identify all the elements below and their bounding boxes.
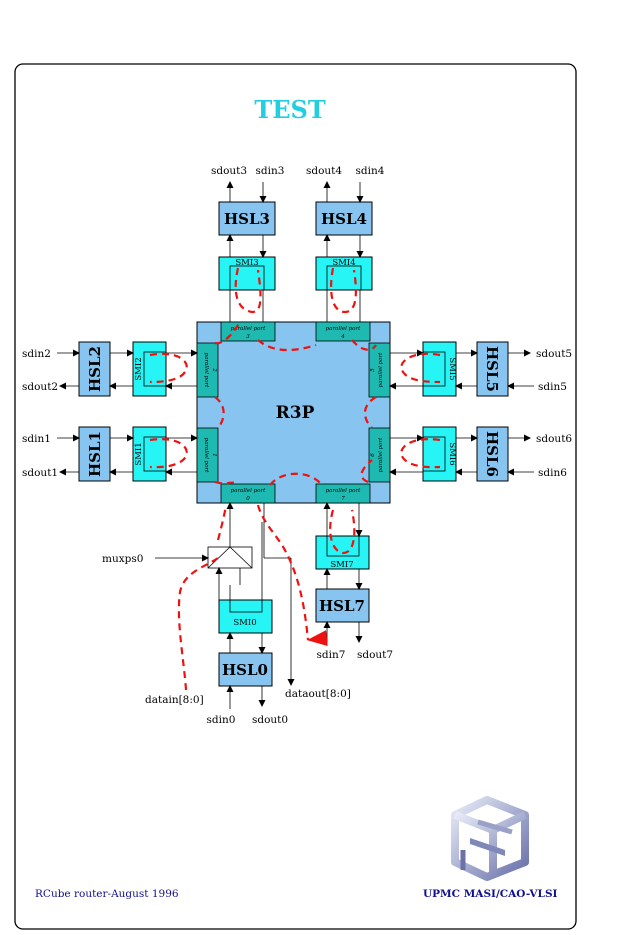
page-frame [14, 63, 577, 930]
svg-text:parallel port: parallel port [378, 437, 384, 472]
svg-text:parallel port: parallel port [326, 488, 361, 494]
mux-block [207, 546, 253, 569]
svg-text:2: 2 [211, 367, 217, 372]
svg-text:SMI7: SMI7 [330, 560, 353, 570]
routing-paths [149, 267, 441, 691]
signal-datain: datain[8:0] [145, 694, 204, 706]
parallel-port-5: parallel port 5 [368, 342, 391, 398]
hsl5-block: HSL5 [476, 341, 509, 397]
signal-sdin3: sdin3 [256, 165, 285, 177]
signal-sdin5: sdin5 [538, 381, 567, 393]
hsl2-block: HSL2 [78, 341, 111, 397]
smi5-block: SMI5 [422, 341, 457, 397]
parallel-port-7: parallel port 7 [315, 483, 371, 504]
signal-sdout2: sdout2 [22, 381, 58, 393]
svg-text:6: 6 [370, 453, 376, 457]
smi6-block: SMI6 [422, 426, 457, 482]
smi0-block: SMI0 [218, 599, 273, 634]
svg-text:7: 7 [341, 496, 345, 502]
svg-text:HSL3: HSL3 [224, 210, 270, 228]
footer-right: UPMC MASI/CAO-VLSI [423, 888, 558, 900]
core-r3p-label: R3P [276, 403, 315, 423]
signal-sdout1: sdout1 [22, 467, 58, 479]
signal-sdin7: sdin7 [317, 649, 346, 661]
parallel-port-6: parallel port 6 [368, 427, 391, 483]
bottom-left-wires [155, 502, 295, 709]
svg-text:1: 1 [211, 453, 217, 457]
signal-sdout6: sdout6 [536, 433, 572, 445]
svg-text:parallel port: parallel port [203, 353, 209, 388]
signal-sdin2: sdin2 [22, 348, 51, 360]
signal-dataout: dataout[8:0] [285, 688, 351, 700]
svg-text:SMI5: SMI5 [447, 357, 457, 380]
smi1-block: SMI1 [132, 426, 167, 482]
svg-text:parallel port: parallel port [203, 438, 209, 473]
top-wires [226, 181, 364, 322]
parallel-port-0: parallel port 0 [220, 483, 276, 504]
svg-text:HSL1: HSL1 [86, 431, 104, 477]
svg-text:SMI4: SMI4 [332, 258, 355, 268]
signal-sdin0: sdin0 [207, 714, 236, 726]
svg-text:HSL5: HSL5 [483, 346, 501, 392]
svg-text:HSL2: HSL2 [86, 346, 104, 392]
signal-sdin1: sdin1 [22, 433, 51, 445]
svg-text:4: 4 [340, 334, 345, 340]
svg-text:SMI0: SMI0 [233, 618, 256, 628]
diagram-title: TEST [254, 95, 325, 124]
hsl6-block: HSL6 [476, 426, 509, 482]
signal-sdout0: sdout0 [252, 714, 288, 726]
svg-text:3: 3 [246, 334, 250, 340]
left-wires [57, 349, 198, 476]
signal-sdin6: sdin6 [538, 467, 567, 479]
signal-sdout4: sdout4 [306, 165, 342, 177]
signal-sdin4: sdin4 [356, 165, 385, 177]
svg-text:SMI1: SMI1 [134, 442, 144, 465]
parallel-port-1: parallel port 1 [196, 427, 219, 483]
right-wires [389, 349, 534, 476]
svg-text:HSL7: HSL7 [319, 597, 365, 615]
footer-left: RCube router-August 1996 [35, 888, 179, 900]
parallel-port-4: parallel port 4 [315, 321, 371, 342]
svg-text:SMI2: SMI2 [134, 357, 144, 380]
hsl1-block: HSL1 [78, 426, 111, 482]
signal-sdout7: sdout7 [357, 649, 393, 661]
svg-text:5: 5 [370, 368, 376, 372]
svg-text:HSL6: HSL6 [483, 431, 501, 477]
hsl4-block: HSL4 [315, 201, 373, 236]
svg-text:HSL4: HSL4 [321, 210, 367, 228]
signal-muxps0: muxps0 [102, 553, 143, 565]
svg-text:0: 0 [246, 496, 250, 502]
hsl3-block: HSL3 [218, 201, 276, 236]
hsl7-block: HSL7 [315, 588, 370, 623]
svg-text:HSL0: HSL0 [222, 661, 268, 679]
parallel-port-2: parallel port 2 [196, 342, 219, 398]
signal-sdout3: sdout3 [211, 165, 247, 177]
bottom-right-wires [323, 502, 363, 646]
smi3-block: SMI3 [218, 256, 276, 291]
svg-text:parallel port: parallel port [231, 326, 266, 332]
hsl0-block: HSL0 [218, 652, 273, 687]
svg-text:parallel port: parallel port [231, 488, 266, 494]
rcube-logo [451, 796, 529, 881]
smi2-block: SMI2 [132, 341, 167, 397]
svg-text:SMI6: SMI6 [447, 442, 457, 465]
parallel-port-3: parallel port 3 [220, 321, 276, 342]
signal-sdout5: sdout5 [536, 348, 572, 360]
smi4-block: SMI4 [315, 256, 373, 291]
svg-text:parallel port: parallel port [326, 326, 361, 332]
svg-text:SMI3: SMI3 [235, 258, 258, 268]
svg-text:parallel port: parallel port [378, 352, 384, 387]
